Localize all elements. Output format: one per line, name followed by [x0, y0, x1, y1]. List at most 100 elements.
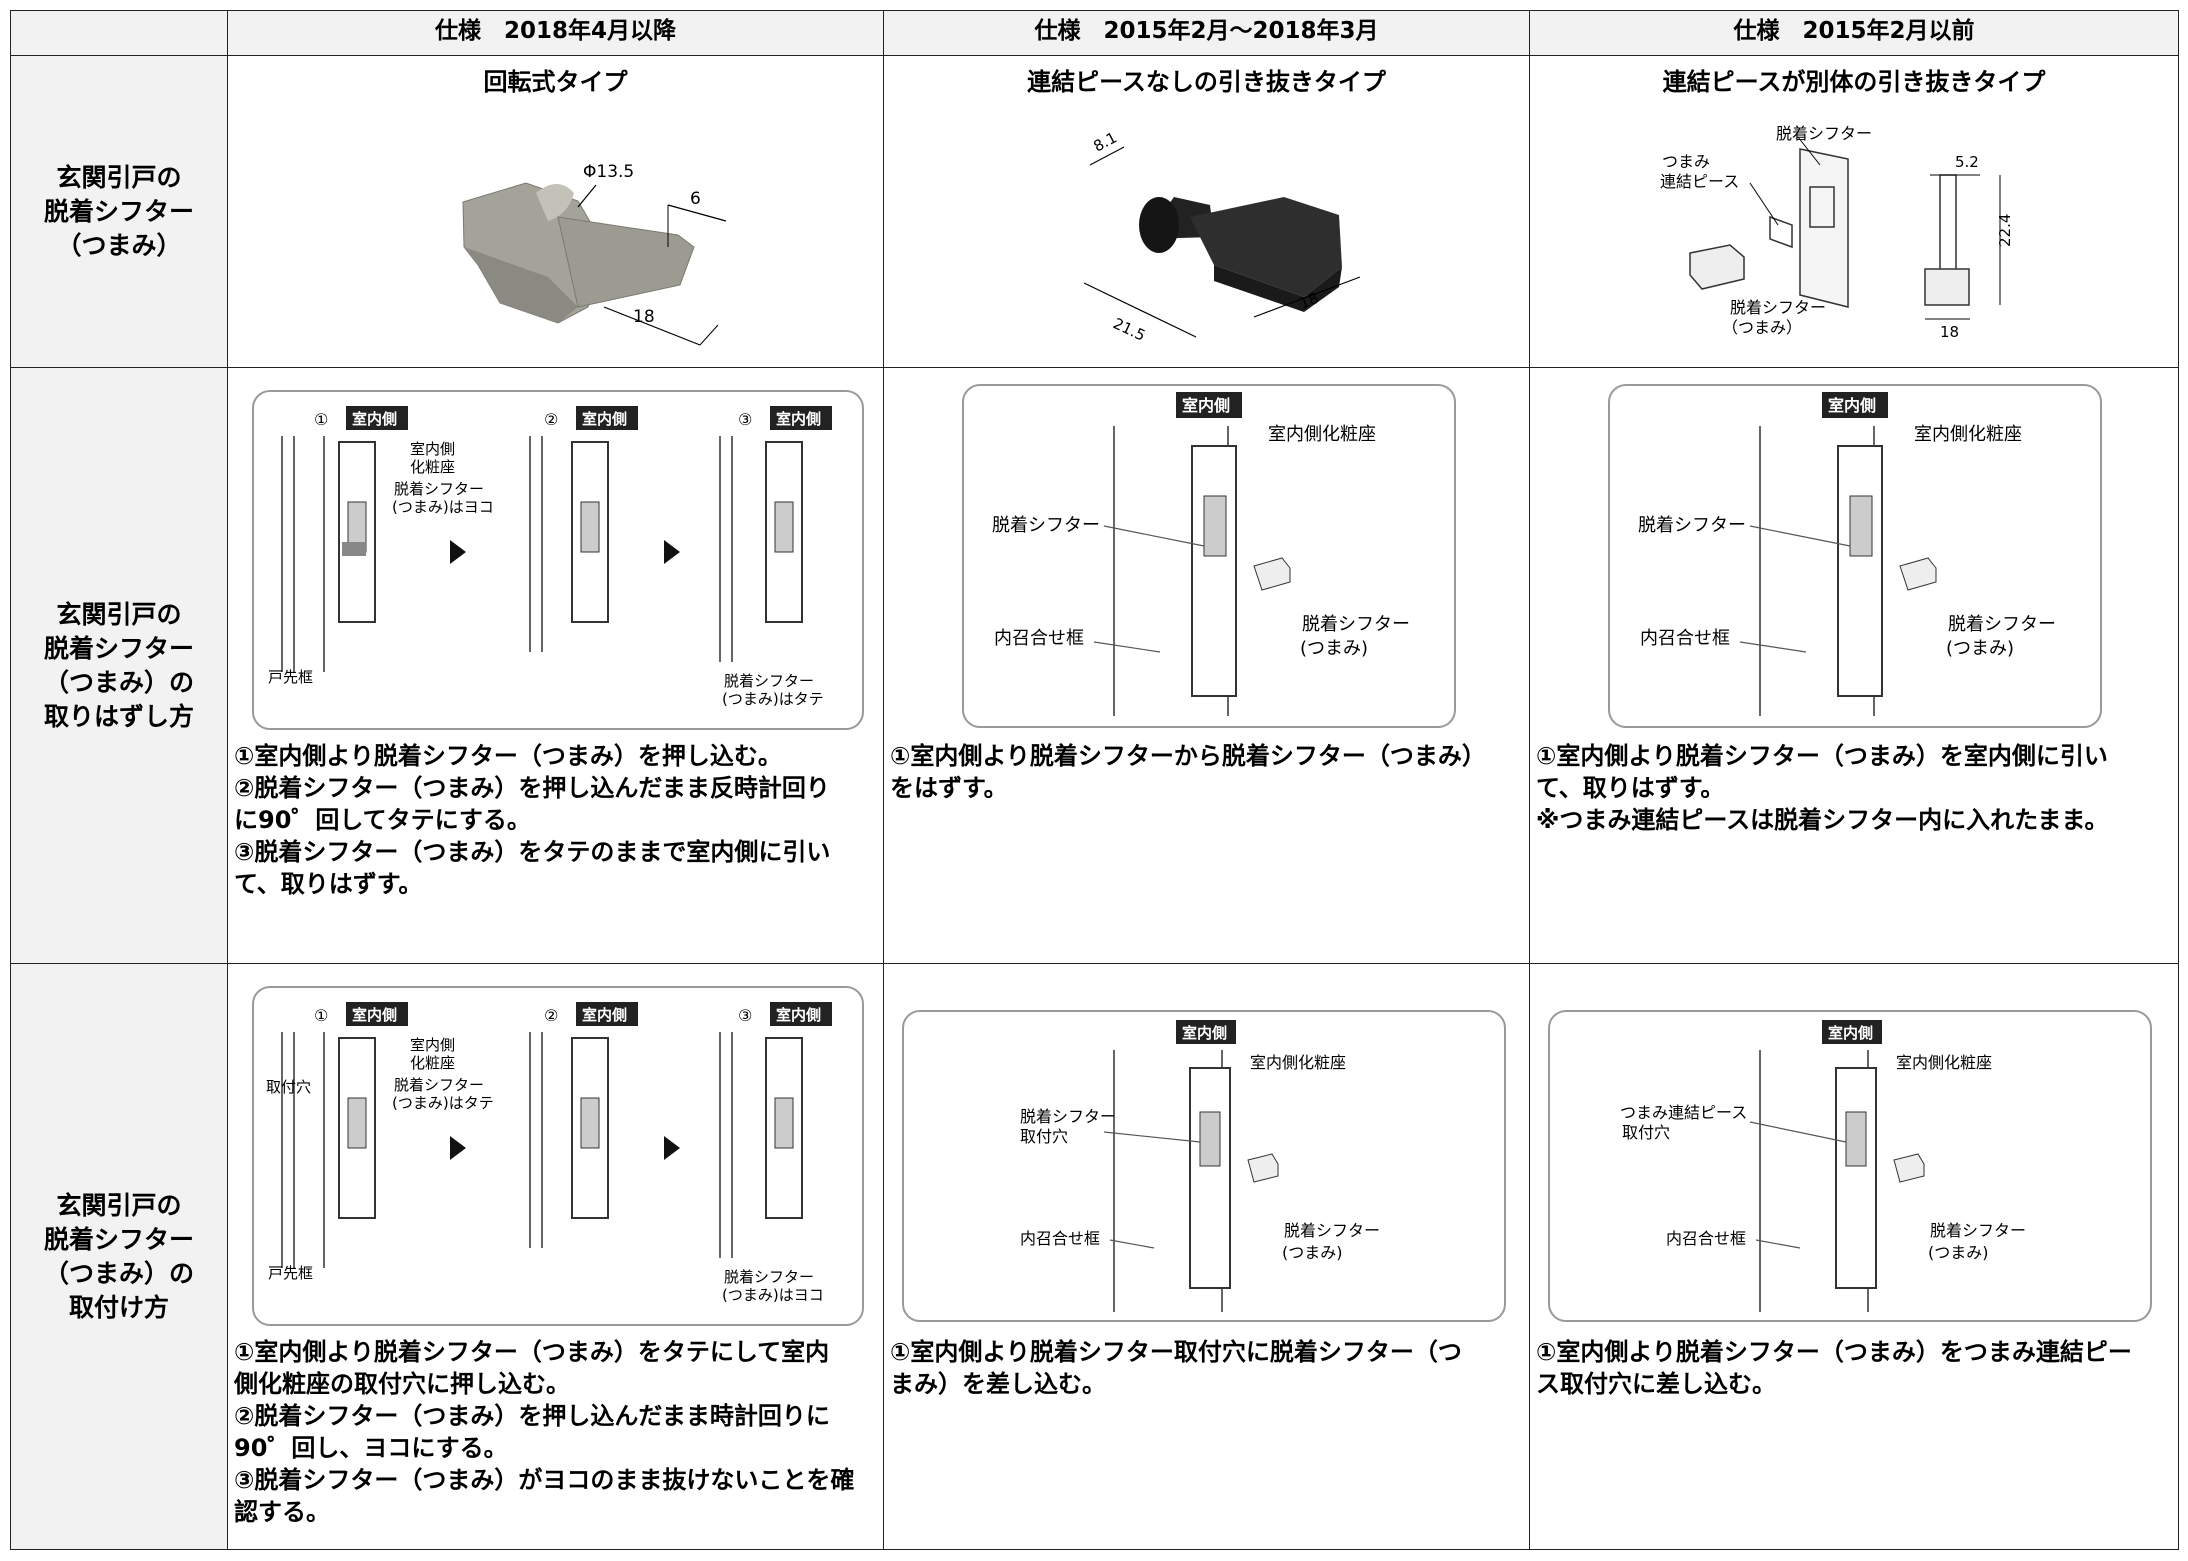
desc-line: ①室内側より脱着シフター（つまみ）をタテにして室内 [234, 1338, 830, 1366]
label-knob: (つまみ) [1300, 638, 1368, 659]
desc-line: ※つまみ連結ピースは脱着シフター内に入れたまま。 [1536, 806, 2109, 834]
row-label-line: 取付け方 [68, 1292, 169, 1322]
row-label-line: （つまみ）の [43, 667, 194, 697]
remove-row: 玄関引戸の 脱着シフター （つまみ）の 取りはずし方 ① 室内側 [10, 367, 2179, 964]
label-piece-hole: つまみ連結ピース [1620, 1103, 1747, 1122]
indoor-tag: 室内側 [776, 1006, 821, 1024]
knob-row: 玄関引戸の 脱着シフター （つまみ） 回転式タイプ Φ13.5 6 [10, 55, 2179, 368]
dim-length: 18 [633, 307, 655, 327]
row-label-knob: 玄関引戸の 脱着シフター （つまみ） [10, 55, 228, 368]
attach-row: 玄関引戸の 脱着シフター （つまみ）の 取付け方 ① 室内側 [10, 963, 2179, 1550]
step-number: ② [544, 410, 558, 429]
desc-line: ①室内側より脱着シフター（つまみ）をつまみ連結ピー [1536, 1338, 2132, 1366]
side-view [1924, 174, 1970, 306]
header-col1: 仕様 2018年4月以降 [227, 10, 884, 56]
pullout-attach-figure: 室内側 室内側化粧座 脱着シフター 取付穴 内召合せ框 脱着シフター (つ [1020, 1020, 1380, 1312]
next-arrow [450, 540, 466, 564]
label-knob: (つまみ) [1282, 1243, 1343, 1262]
attach-col1: ① 室内側 室内側 化粧座 脱着シフター (つまみ)はタテ [227, 963, 884, 1550]
remove-panel: 室内側 室内側化粧座 脱着シフター 内召合せ框 脱着シフター (つまみ) [962, 384, 1456, 728]
desc-line: ②脱着シフター（つまみ）を押し込んだまま反時計回り [234, 774, 830, 802]
header-row: 仕様 2018年4月以降 仕様 2015年2月～2018年3月 仕様 2015年… [10, 10, 2179, 56]
type-title: 回転式タイプ [483, 68, 628, 96]
type-title: 連結ピースが別体の引き抜きタイプ [1662, 68, 2046, 96]
indoor-tag: 室内側 [582, 410, 627, 428]
remove-col2: 室内側 室内側化粧座 脱着シフター 内召合せ框 脱着シフター (つまみ) [883, 367, 1530, 964]
attach-panel: 室内側 室内側化粧座 つまみ連結ピース 取付穴 内召合せ框 脱着シフター [1548, 1010, 2152, 1322]
rotary-knob-figure: Φ13.5 6 18 [462, 162, 727, 346]
desc-line: まみ）を差し込む。 [890, 1370, 1106, 1398]
label-piece: 連結ピース [1660, 172, 1739, 191]
dim-width: 6 [690, 189, 701, 209]
label-tate: 脱着シフター [394, 1076, 484, 1094]
knob-col3: 連結ピースが別体の引き抜きタイプ 脱着シフター つまみ 連結ピース 脱着シフター… [1529, 55, 2179, 368]
label-frame: 内召合せ框 [1020, 1229, 1100, 1248]
row-label-attach: 玄関引戸の 脱着シフター （つまみ）の 取付け方 [10, 963, 228, 1550]
label-yoko: (つまみ)はヨコ [392, 498, 494, 516]
label-frame: 内召合せ框 [1640, 628, 1730, 649]
label-knob: (つまみ) [1928, 1243, 1989, 1262]
step-number: ② [544, 1006, 558, 1025]
row-label-remove: 玄関引戸の 脱着シフター （つまみ）の 取りはずし方 [10, 367, 228, 964]
label-knob: (つまみ) [1946, 638, 2014, 659]
header-col2: 仕様 2015年2月～2018年3月 [883, 10, 1530, 56]
label-plate: 室内側化粧座 [1268, 424, 1376, 445]
pullout-knob-figure: 8.1 21.5 18 [1083, 128, 1361, 345]
desc-line: ①室内側より脱着シフター取付穴に脱着シフター（つ [890, 1338, 1462, 1366]
indoor-tag: 室内側 [1182, 396, 1230, 415]
desc-line: ス取付穴に差し込む。 [1536, 1370, 1776, 1398]
attach-desc-col2: ①室内側より脱着シフター取付穴に脱着シフター（つ まみ）を差し込む。 [884, 1336, 1529, 1400]
label-frame: 内召合せ框 [1666, 1229, 1746, 1248]
remove-steps-panel: ① 室内側 室内側 化粧座 脱着シフター (つまみ [252, 390, 864, 730]
row-label-line: 脱着シフター [43, 196, 194, 226]
desc-line: ②脱着シフター（つまみ）を押し込んだまま時計回りに [234, 1402, 830, 1430]
indoor-tag: 室内側 [1828, 396, 1876, 415]
label-plate: 室内側化粧座 [1250, 1053, 1346, 1072]
separate-remove-figure: 室内側 室内側化粧座 脱着シフター 内召合せ框 脱着シフター (つまみ) [1638, 392, 2056, 716]
spec-sheet: 仕様 2018年4月以降 仕様 2015年2月～2018年3月 仕様 2015年… [10, 10, 2179, 1551]
label-door-frame: 戸先框 [268, 1264, 313, 1282]
remove-desc-col2: ①室内側より脱着シフターから脱着シフター（つまみ） をはずす。 [884, 740, 1529, 804]
desc-line: に90゜回してタテにする。 [234, 806, 531, 834]
label-plate: 室内側化粧座 [1914, 424, 2022, 445]
label-piece-hole: 取付穴 [1622, 1123, 1670, 1142]
label-plate: 化粧座 [410, 458, 455, 476]
label-knob: 脱着シフター [1930, 1221, 2026, 1240]
separate-piece-figure: 脱着シフター つまみ 連結ピース 脱着シフター （つまみ） 5.2 22.4 1… [1660, 124, 2014, 341]
dim-phi: Φ13.5 [583, 162, 634, 182]
indoor-tag: 室内側 [352, 410, 397, 428]
shifter-drawing [1689, 148, 1849, 308]
label-hole: 取付穴 [266, 1078, 311, 1096]
attach-panel: 室内側 室内側化粧座 脱着シフター 取付穴 内召合せ框 脱着シフター (つ [902, 1010, 1506, 1322]
label-knob: 脱着シフター [1302, 614, 1410, 635]
desc-line: て、取りはずす。 [1536, 774, 1725, 802]
row-label-line: 玄関引戸の [56, 1190, 182, 1220]
type-title: 連結ピースなしの引き抜きタイプ [1027, 68, 1386, 96]
knob-col1: 回転式タイプ Φ13.5 6 18 [227, 55, 884, 368]
row-label-line: 玄関引戸の [56, 599, 182, 629]
rotary-attach-steps: ① 室内側 室内側 化粧座 脱着シフター (つまみ)はタテ [266, 1002, 832, 1304]
step-number: ③ [738, 1006, 752, 1025]
step-number: ③ [738, 410, 752, 429]
dim-width: 5.2 [1955, 153, 1979, 171]
attach-desc-col1: ①室内側より脱着シフター（つまみ）をタテにして室内 側化粧座の取付穴に押し込む。… [228, 1336, 883, 1528]
step-1: ① 室内側 室内側 化粧座 脱着シフター (つまみ [268, 406, 494, 686]
dim-width: 18 [1297, 289, 1321, 313]
label-plate: 室内側 [410, 440, 455, 458]
label-shifter-hole: 取付穴 [1020, 1127, 1068, 1146]
attach-desc-col3: ①室内側より脱着シフター（つまみ）をつまみ連結ピー ス取付穴に差し込む。 [1530, 1336, 2178, 1400]
remove-col1: ① 室内側 室内側 化粧座 脱着シフター (つまみ [227, 367, 884, 964]
indoor-tag: 室内側 [352, 1006, 397, 1024]
desc-line: ①室内側より脱着シフターから脱着シフター（つまみ） [890, 742, 1486, 770]
label-knob: 脱着シフター [1730, 298, 1826, 317]
corner-cell [10, 10, 228, 56]
label-shifter: 脱着シフター [992, 515, 1100, 536]
label-yoko: (つまみ)はヨコ [722, 1286, 824, 1304]
knob-body [462, 182, 695, 324]
next-arrow [664, 540, 680, 564]
label-frame: 内召合せ框 [994, 628, 1084, 649]
indoor-tag: 室内側 [776, 410, 821, 428]
step-2: ② 室内側 [529, 1002, 638, 1248]
step-3: ③ 室内側 脱着シフター (つまみ)はタテ [719, 406, 832, 708]
label-tate: (つまみ)はタテ [392, 1094, 494, 1112]
